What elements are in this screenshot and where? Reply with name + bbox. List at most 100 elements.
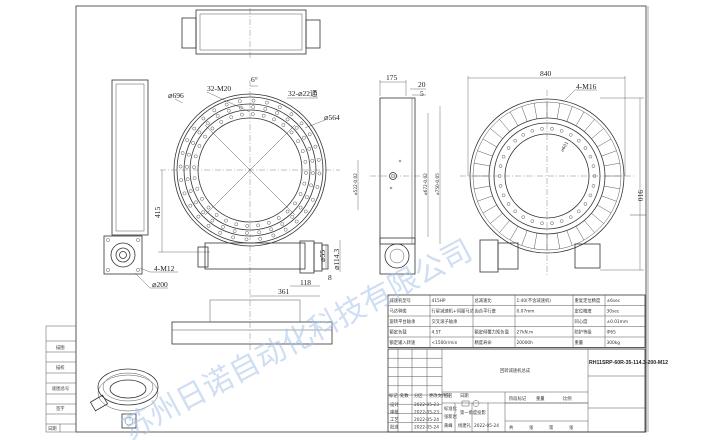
right-view [460,90,635,275]
spec-cell: 0.07mm [517,309,535,315]
dim-m20: 32-M20 [207,84,231,93]
bolt-hole [285,209,290,214]
bolt-hole [285,117,290,122]
spec-cell: <1500r/min [432,340,458,346]
dim-d750: ⌀750-0.05 [435,173,441,195]
strip-label: 描校 [56,364,65,371]
housing-rib [482,138,497,148]
dim-angle: 6° [251,75,258,84]
dim-h415: 415 [153,207,162,219]
revision-header: 更改文件号 [429,392,450,399]
bolt-hole [239,112,244,117]
dim-w5: 5 [420,89,424,98]
housing-rib [490,128,503,139]
housing-rib [482,204,497,214]
bolt-hole [289,130,294,135]
bolt-hole [257,230,262,235]
bolt-hole [245,231,249,235]
sheet-label: 张 [529,424,534,431]
bolt-hole [192,176,197,181]
dim-w20: 20 [418,80,426,89]
bolt-hole [231,235,235,240]
spec-cell: 齿合平行度 [475,308,497,315]
stage-header: 阶段标记 [509,395,527,402]
housing-rib [499,119,510,132]
bolt-hole [245,224,250,228]
housing-rib [575,226,585,241]
bolt-hole [185,138,190,143]
spec-cell: 415HP [432,298,446,304]
role-label: 工艺 [390,417,399,423]
bolt-hole [315,185,320,189]
bolt-hole [506,202,511,206]
sign-date: 2022-05-23 [414,402,439,408]
bolt-hole [192,126,197,131]
dim-w8: 8 [328,273,332,282]
housing-rib [604,162,620,167]
bolt-hole [266,220,271,225]
signature: 杨建礼 [458,422,472,429]
bolt-hole [298,192,303,196]
bolt-hole [256,223,261,228]
spec-cell: 交叉滚子轴承 [432,318,458,325]
housing-rib [509,111,519,126]
dim-d601: ⌀601 [560,140,571,153]
dim-d200: ⌀200 [152,280,168,289]
housing-rib [575,111,585,126]
bolt-hole [275,111,279,115]
revision-header: 日期 [460,393,469,399]
signature: 张新岩 [444,413,458,420]
stage-header: 比例 [563,395,572,402]
bolt-hole [238,105,243,110]
bolt-hole [305,195,309,199]
housing-rib [601,195,617,202]
bolt-hole [212,108,217,113]
side-strip: 描图 描校 底图总号 签字 日期 [45,325,77,433]
dim-d672: ⌀672-0.02 [423,173,429,195]
revision-header: 处数 [400,392,409,399]
dim-h910: 910 [636,190,645,202]
projection-symbol-icon [472,400,480,407]
spec-cell: 重复定位精度 [575,297,601,304]
spec-cell: 行星减速机+伺服马达 [432,308,475,315]
housing-rib [533,103,538,119]
bolt-hole [251,105,255,109]
bolt-hole [244,237,249,242]
spec-cell: 额定负载 [390,329,408,336]
bolt-hole [210,218,215,223]
drawing-name: 回转减速机总成 [500,367,531,374]
bolt-hole [307,132,312,137]
bolt-hole [559,219,564,223]
bottom-view [171,299,333,350]
bolt-hole [307,146,312,151]
bolt-hole [298,205,303,210]
housing-rib [521,230,528,246]
bolt-hole [179,178,184,182]
bolt-hole [185,177,190,182]
housing-rib [604,185,620,190]
bolt-hole [187,152,191,157]
strip-label: 签字 [56,405,65,412]
bolt-hole [530,219,535,223]
bolt-hole [311,171,315,175]
housing-rib [477,195,493,202]
bolt-hole [583,146,588,150]
housing-rib [584,220,595,233]
housing-rib [499,220,510,233]
bolt-hole [569,215,573,219]
strip-label: 描图 [56,344,65,351]
standardization-label: 标准化 [444,405,458,412]
bolt-hole [205,121,210,126]
bolt-hole [577,209,581,214]
dim-d522: ⌀522-0.02 [353,173,359,195]
bolt-hole [214,213,219,217]
spec-cell: 同心度 [575,318,589,325]
bolt-hole [497,174,502,178]
bolt-hole [588,154,593,159]
side-view: 175 20 5 ⌀672-0.02 ⌀750-0.05 ⌀522-0.02 [353,73,441,275]
bolt-hole [521,133,525,137]
bolt-hole [250,112,255,116]
bolt-hole [197,130,202,135]
bolt-hole [281,123,286,127]
spec-cell: 精度寿命 [475,339,493,346]
